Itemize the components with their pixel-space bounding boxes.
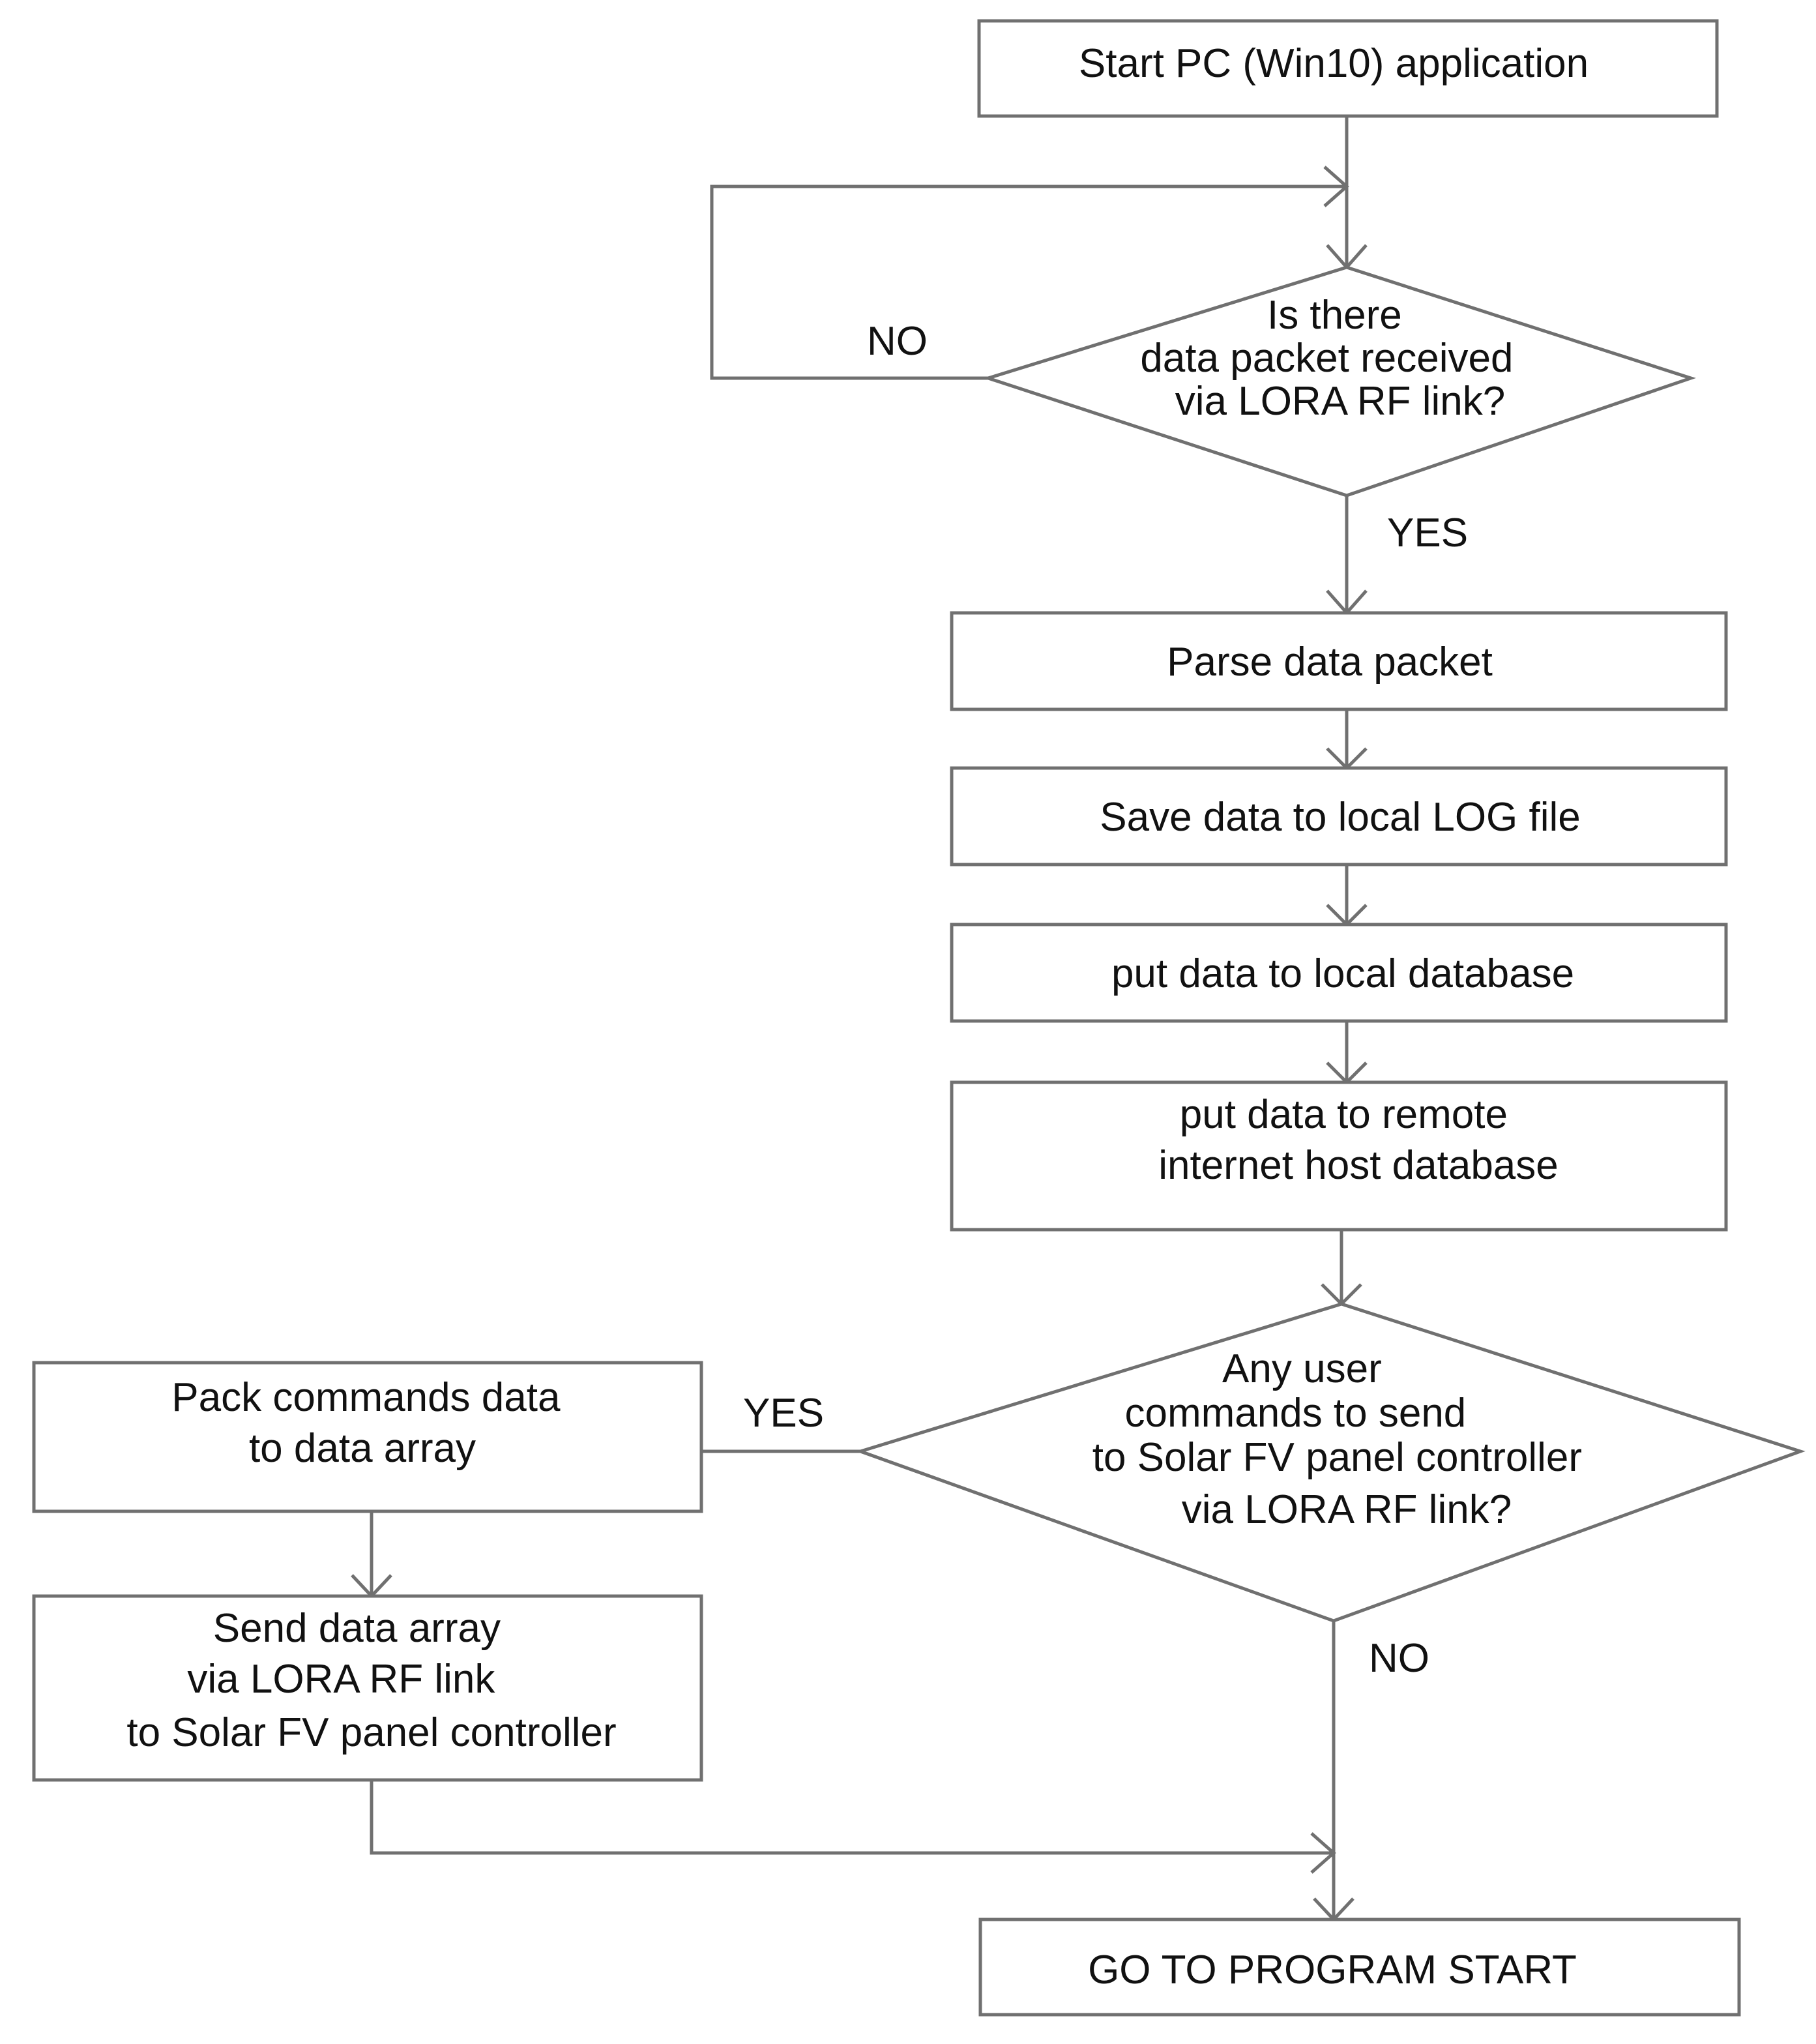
parse-node: Parse data packet [950,611,1728,711]
decision2-node: Any user commands to send to Solar FV pa… [855,1302,1806,1623]
pack-node: Pack commands data to data array [32,1361,703,1513]
pack-text: Pack commands data to data array [171,1375,571,1471]
edge-decision1-no-loop [710,185,1347,380]
send-box [32,1594,703,1782]
send-text: Send data array via LORA RF link to Sola… [126,1606,616,1755]
remotedb-node: put data to remote internet host databas… [950,1080,1728,1232]
parse-text: Parse data packet [1167,640,1493,685]
remotedb-text: put data to remote internet host databas… [1158,1092,1559,1188]
parse-box [950,611,1728,711]
save-node: Save data to local LOG file [950,766,1728,866]
decision2-diamond [855,1302,1806,1623]
send-node: Send data array via LORA RF link to Sola… [32,1594,703,1782]
remotedb-box [950,1080,1728,1232]
decision2-yes-label: YES [743,1391,824,1436]
decision1-node: Is there data packet received via LORA R… [982,265,1696,497]
start-text: Start PC (Win10) application [1079,41,1589,86]
save-text: Save data to local LOG file [1100,795,1581,840]
edge-send-to-merge [370,1780,1334,1855]
decision1-yes-label: YES [1387,511,1468,555]
decision1-diamond [982,265,1696,497]
localdb-box [950,923,1728,1023]
localdb-node: put data to local database [950,923,1728,1023]
decision1-text: Is there data packet received via LORA R… [1140,293,1524,424]
start-node: Start PC (Win10) application [977,19,1719,118]
decision2-no-label: NO [1369,1636,1429,1681]
start-box [977,19,1719,118]
localdb-text: put data to local database [1111,951,1574,996]
edge-labels: NO YES YES NO [743,319,1468,1681]
pack-box [32,1361,703,1513]
goto-node: GO TO PROGRAM START [978,1918,1741,2017]
decision1-no-label: NO [867,319,928,364]
goto-box [978,1918,1741,2017]
save-box [950,766,1728,866]
arrow-head-loop-merge [1323,166,1349,207]
goto-text: GO TO PROGRAM START [1088,1948,1577,1992]
decision2-text: Any user commands to send to Solar FV pa… [1092,1346,1594,1532]
